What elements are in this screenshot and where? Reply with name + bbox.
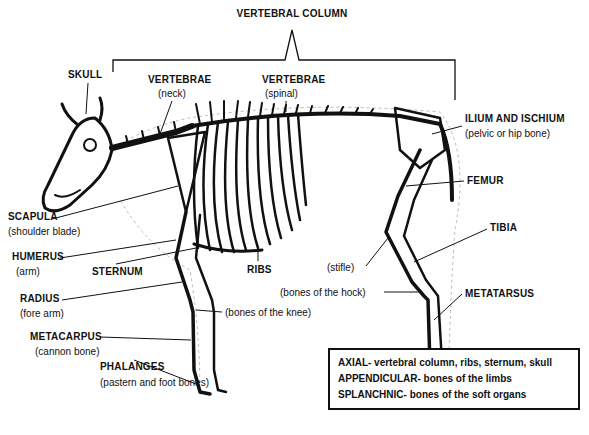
leader-line <box>432 126 462 134</box>
leader-line <box>86 83 88 114</box>
leader-line <box>52 186 178 219</box>
jaw <box>55 190 80 197</box>
horns <box>62 98 102 125</box>
classification-line: APPENDICULAR- bones of the limbs <box>338 371 570 387</box>
part-note: (pastern and foot bones) <box>100 377 209 389</box>
part-name: VERTEBRAE <box>148 74 211 86</box>
leader-line <box>62 282 182 300</box>
leader-line <box>406 181 464 186</box>
classification-line: AXIAL- vertebral column, ribs, sternum, … <box>338 355 570 371</box>
ribs <box>194 114 306 252</box>
part-name: SCAPULA <box>8 211 58 223</box>
leader-line <box>414 229 487 262</box>
part-note: (cannon bone) <box>35 346 100 358</box>
part-name: SKULL <box>68 69 102 81</box>
leader-line <box>286 101 287 112</box>
part-note: (pelvic or hip bone) <box>465 128 550 140</box>
part-note: (spinal) <box>265 88 298 100</box>
part-name: TIBIA <box>490 222 517 234</box>
part-name: STERNUM <box>92 266 143 278</box>
part-note: (fore arm) <box>20 308 64 320</box>
sternum <box>194 244 262 251</box>
skull <box>43 118 112 211</box>
front-leg <box>176 212 210 394</box>
part-note: (shoulder blade) <box>8 226 80 238</box>
leader-lines <box>52 83 487 384</box>
part-name: METATARSUS <box>465 288 534 300</box>
leader-line <box>366 238 388 266</box>
leader-line <box>258 251 259 261</box>
part-name: PHALANGES <box>100 361 165 373</box>
part-name: VERTEBRAE <box>262 74 325 86</box>
scapula <box>168 132 205 212</box>
part-name: HUMERUS <box>12 251 64 263</box>
part-name: RIBS <box>247 264 272 276</box>
part-name: ILIUM AND ISCHIUM <box>465 113 565 125</box>
part-note: (arm) <box>16 266 40 278</box>
part-note: (bones of the hock) <box>280 287 366 299</box>
leader-line <box>160 101 172 134</box>
pelvis <box>395 108 445 168</box>
part-name: RADIUS <box>20 293 60 305</box>
part-note: (bones of the knee) <box>225 307 311 319</box>
part-note: (stifle) <box>327 262 354 274</box>
classification-line: SPLANCHNIC- bones of the soft organs <box>338 387 570 403</box>
eye-socket <box>84 139 96 151</box>
part-name: VERTEBRAL COLUMN <box>237 8 348 20</box>
classification-box: AXIAL- vertebral column, ribs, sternum, … <box>328 348 580 410</box>
leader-line <box>116 248 196 264</box>
spine <box>192 114 452 200</box>
part-note: (neck) <box>158 88 186 100</box>
part-name: METACARPUS <box>30 331 102 343</box>
bracket <box>113 30 455 100</box>
spinous-processes <box>196 101 373 124</box>
front-leg-far <box>196 215 226 392</box>
leader-line <box>434 294 462 320</box>
part-name: FEMUR <box>467 175 504 187</box>
leader-line <box>384 292 420 293</box>
leader-line <box>100 337 191 340</box>
leader-line <box>196 310 222 312</box>
